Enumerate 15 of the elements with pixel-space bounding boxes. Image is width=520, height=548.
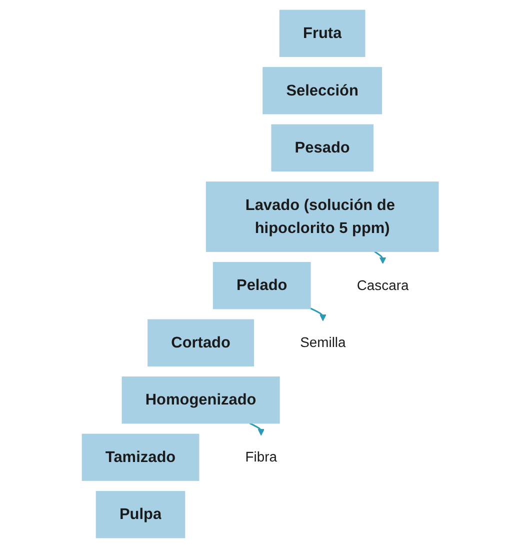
node-box: Pelado — [212, 262, 311, 310]
node-box: Lavado (solución de hipoclorito 5 ppm) — [206, 182, 438, 252]
node-text: Semilla — [300, 334, 346, 350]
arrow — [374, 250, 386, 264]
node-box: Tamizado — [82, 434, 199, 481]
node-box: Pesado — [270, 124, 374, 172]
node-box: Fruta — [279, 10, 365, 57]
node-box: Homogenizado — [121, 376, 280, 424]
arrow — [249, 422, 264, 436]
arrow — [310, 308, 326, 322]
node-text: Cascara — [356, 277, 408, 293]
node-text: Fibra — [244, 449, 277, 465]
node-box: Pulpa — [96, 491, 185, 538]
node-box: Cortado — [147, 319, 254, 366]
node-box: Selección — [262, 67, 382, 114]
